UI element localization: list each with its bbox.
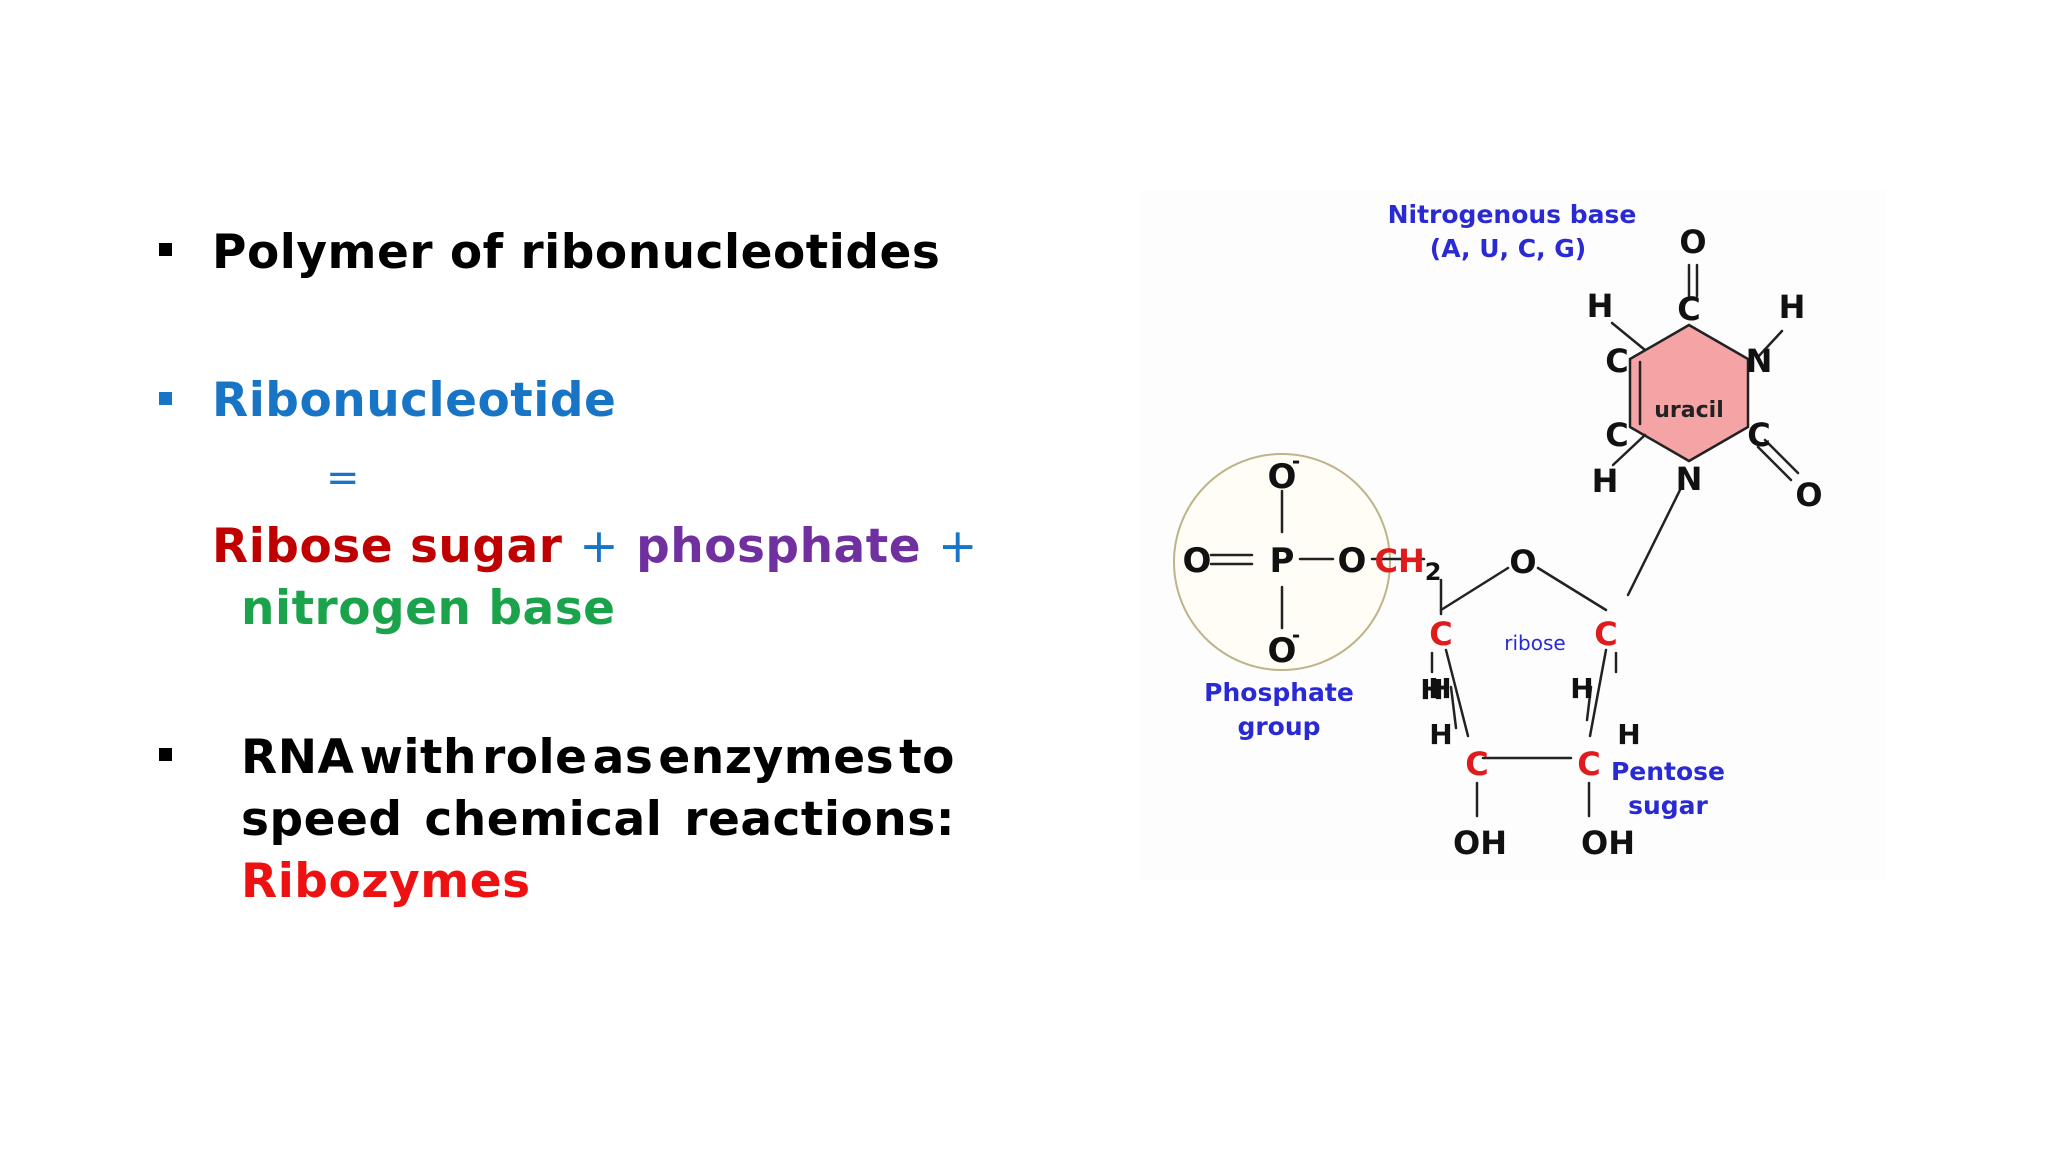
bond <box>1756 445 1793 482</box>
atom-nitrogen: N <box>1746 342 1773 380</box>
atom-hydrogen: H <box>1617 718 1640 751</box>
atom-carbon-4: C <box>1429 615 1452 653</box>
bond <box>1444 648 1470 738</box>
atom-carbon-3: C <box>1465 745 1488 783</box>
atom-oxygen: O <box>1338 541 1367 581</box>
phosphate-text: phosphate <box>636 519 922 574</box>
bond <box>1763 438 1800 475</box>
bond <box>1536 566 1608 612</box>
atom-hydrogen: H <box>1420 673 1443 706</box>
plus-sign: + <box>579 519 620 574</box>
ribonucleotide-components: Ribose sugar + phosphate + <box>212 516 978 578</box>
atom-carbon: C <box>1747 416 1770 454</box>
ribose-label: ribose <box>1504 631 1565 655</box>
bond <box>1610 321 1647 352</box>
atom-hydrogen: H <box>1428 672 1451 705</box>
pentose-sugar-label-2: sugar <box>1628 791 1708 820</box>
ribonucleotide-diagram: Nitrogenous base (A, U, C, G) Phosphate … <box>1140 190 1885 880</box>
ribose-sugar-text: Ribose sugar <box>212 519 563 574</box>
bond <box>1585 685 1593 722</box>
phosphate-group-label-1: Phosphate <box>1204 678 1354 707</box>
equals-sign: = <box>326 455 360 501</box>
atom-oxygen: O <box>1183 541 1212 581</box>
ring-oxygen: O <box>1509 543 1536 581</box>
atom-oxygen: O <box>1268 631 1297 671</box>
nitrogenous-base-label: Nitrogenous base <box>1388 200 1637 229</box>
atom-ch2: CH2 <box>1375 542 1442 586</box>
bullet-marker <box>159 748 172 761</box>
atom-hydrogen: H <box>1429 718 1452 751</box>
uracil-label: uracil <box>1654 398 1723 423</box>
atom-hydrogen: H <box>1592 462 1619 500</box>
phosphate-circle <box>1173 453 1391 671</box>
nitrogen-base-text: nitrogen base <box>241 581 616 636</box>
ribozyme-line-2: speed chemical reactions: <box>241 792 955 847</box>
bond <box>1439 566 1510 612</box>
atom-carbon-1: C <box>1594 615 1617 653</box>
atom-phosphorus: P <box>1270 541 1295 581</box>
uracil-ring-outline <box>1628 323 1750 463</box>
atom-oxygen: O <box>1268 457 1297 497</box>
bond <box>1449 685 1458 730</box>
ribonucleotide-structure-svg: Nitrogenous base (A, U, C, G) Phosphate … <box>1140 190 1885 880</box>
bond <box>1755 329 1784 360</box>
bullet-ribonucleotide: Ribonucleotide <box>212 373 617 428</box>
bullet-polymer: Polymer of ribonucleotides <box>212 225 941 280</box>
glycosidic-bond <box>1626 488 1682 597</box>
atom-hydrogen: H <box>1587 287 1614 325</box>
negative-charge: - <box>1292 623 1300 647</box>
atom-carbon: C <box>1677 290 1700 328</box>
pentose-sugar-label-1: Pentose <box>1611 757 1725 786</box>
hydroxyl-group: OH <box>1453 824 1507 862</box>
atom-hydrogen: H <box>1779 288 1806 326</box>
atom-oxygen: O <box>1679 223 1706 261</box>
atom-carbon: C <box>1605 342 1628 380</box>
atom-oxygen: O <box>1795 476 1822 514</box>
negative-charge: - <box>1292 449 1300 473</box>
atom-carbon-2: C <box>1577 745 1600 783</box>
atom-carbon: C <box>1605 416 1628 454</box>
plus-sign: + <box>937 519 978 574</box>
bond <box>1611 433 1647 467</box>
uracil-ring <box>1630 325 1748 461</box>
bullet-marker <box>159 392 172 405</box>
phosphate-group-label-2: group <box>1237 712 1320 741</box>
bases-label: (A, U, C, G) <box>1430 234 1586 263</box>
ribozymes-term: Ribozymes <box>241 854 531 909</box>
bond <box>1588 648 1608 738</box>
hydroxyl-group: OH <box>1581 824 1635 862</box>
atom-hydrogen: H <box>1570 672 1593 705</box>
bullet-ribozymes: RNA with role as enzymes to speed chemic… <box>241 727 955 913</box>
bullet-marker <box>159 243 172 256</box>
ribozyme-line-1: RNA with role as enzymes to <box>241 730 955 785</box>
atom-nitrogen: N <box>1676 460 1703 498</box>
